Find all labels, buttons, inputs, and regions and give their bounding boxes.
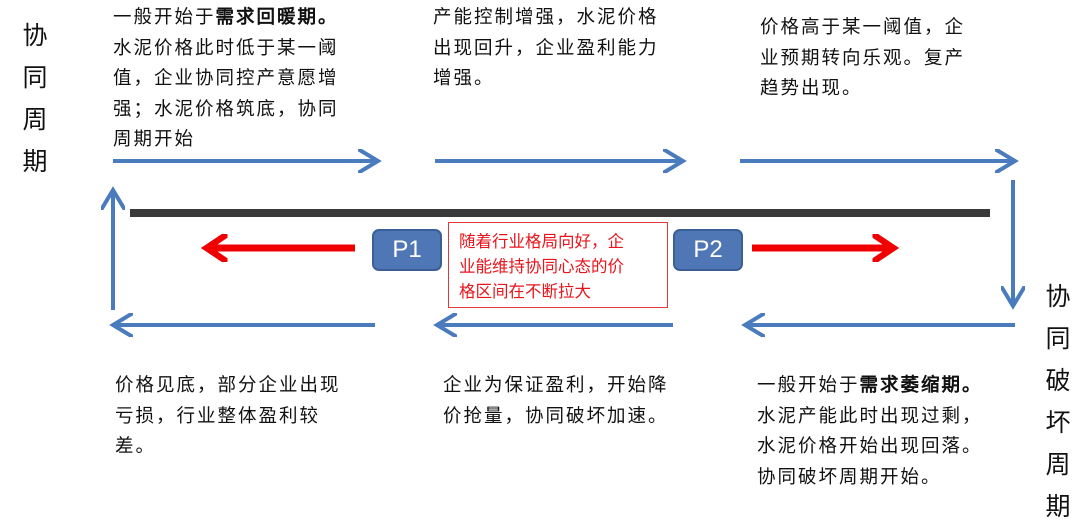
text-normal: 协同破坏周期开始。	[757, 466, 942, 488]
text-normal: 产能控制增强，水泥价格	[433, 7, 659, 28]
text-line: 差。	[115, 432, 341, 463]
p1-marker: P1	[372, 229, 442, 271]
text-line: 一般开始于需求回暖期。	[113, 3, 339, 34]
text-emphasis: 需求回暖期。	[215, 7, 339, 28]
text-line: 增强。	[433, 64, 659, 95]
text-normal: 亏损，行业整体盈利较	[115, 405, 321, 427]
bottom-text-1: 价格见底，部分企业出现亏损，行业整体盈利较差。	[115, 371, 341, 463]
top-text-1: 一般开始于需求回暖期。水泥价格此时低于某一阈值，企业协同控产意愿增强；水泥价格筑…	[113, 3, 339, 156]
text-normal: 价格见底，部分企业出现	[115, 375, 341, 396]
text-line: 水泥价格此时低于某一阈	[113, 34, 339, 65]
text-line: 趋势出现。	[760, 74, 965, 105]
text-normal: 一般开始于	[113, 7, 216, 28]
p2-marker: P2	[673, 229, 743, 271]
text-normal: 价抢量，协同破坏加速。	[443, 405, 669, 427]
text-normal: 一般开始于	[757, 375, 860, 396]
text-line: 产能控制增强，水泥价格	[433, 3, 659, 34]
text-line: 企业为保证盈利，开始降	[443, 371, 669, 402]
bottom-text-2: 企业为保证盈利，开始降价抢量，协同破坏加速。	[443, 371, 669, 432]
text-line: 价格见底，部分企业出现	[115, 371, 341, 402]
text-normal: 强；水泥价格筑底，协同	[113, 98, 339, 120]
text-normal: 水泥价格开始出现回落。	[757, 436, 983, 457]
text-line: 价抢量，协同破坏加速。	[443, 402, 669, 433]
text-normal: 出现回升，企业盈利能力	[433, 37, 659, 59]
text-normal: 差。	[115, 436, 157, 457]
text-line: 强；水泥价格筑底，协同	[113, 95, 339, 126]
text-normal: 值，企业协同控产意愿增	[113, 68, 339, 89]
top-text-3: 价格高于某一阈值，企业预期转向乐观。复产趋势出现。	[760, 13, 965, 105]
text-normal: 水泥价格此时低于某一阈	[113, 37, 339, 59]
text-line: 价格高于某一阈值，企	[760, 13, 965, 44]
top-text-2: 产能控制增强，水泥价格出现回升，企业盈利能力增强。	[433, 3, 659, 95]
text-normal: 增强。	[433, 68, 495, 89]
left-label-cooperation-cycle: 协同周期	[22, 21, 48, 176]
text-normal: 趋势出现。	[760, 78, 863, 99]
price-axis-bar	[130, 209, 990, 217]
text-line: 亏损，行业整体盈利较	[115, 402, 341, 433]
text-normal: 业预期转向乐观。复产	[760, 47, 966, 69]
text-emphasis: 需求萎缩期。	[859, 375, 983, 396]
text-line: 出现回升，企业盈利能力	[433, 34, 659, 65]
center-note-line: 随着行业格局向好，企	[459, 232, 624, 251]
bottom-text-3: 一般开始于需求萎缩期。水泥产能此时出现过剩， 水泥价格开始出现回落。协同破坏周期开…	[757, 371, 983, 493]
text-normal: 价格高于某一阈值，企	[760, 17, 966, 38]
text-normal: 企业为保证盈利，开始降	[443, 375, 669, 396]
text-line: 业预期转向乐观。复产	[760, 44, 965, 75]
text-line: 值，企业协同控产意愿增	[113, 64, 339, 95]
text-line: 水泥价格开始出现回落。	[757, 432, 983, 463]
text-line: 周期开始	[113, 125, 339, 156]
text-line: 水泥产能此时出现过剩，	[757, 402, 983, 433]
text-line: 协同破坏周期开始。	[757, 463, 983, 494]
text-normal: 水泥产能此时出现过剩，	[757, 405, 983, 427]
right-label-breakdown-cycle: 协同破坏周期	[1045, 282, 1071, 521]
center-note-line: 业能维持协同心态的价	[459, 257, 624, 276]
text-normal: 周期开始	[113, 129, 196, 150]
center-note-line: 格区间在不断拉大	[459, 282, 591, 301]
text-line: 一般开始于需求萎缩期。	[757, 371, 983, 402]
center-note: 随着行业格局向好，企 业能维持协同心态的价 格区间在不断拉大	[448, 222, 668, 308]
